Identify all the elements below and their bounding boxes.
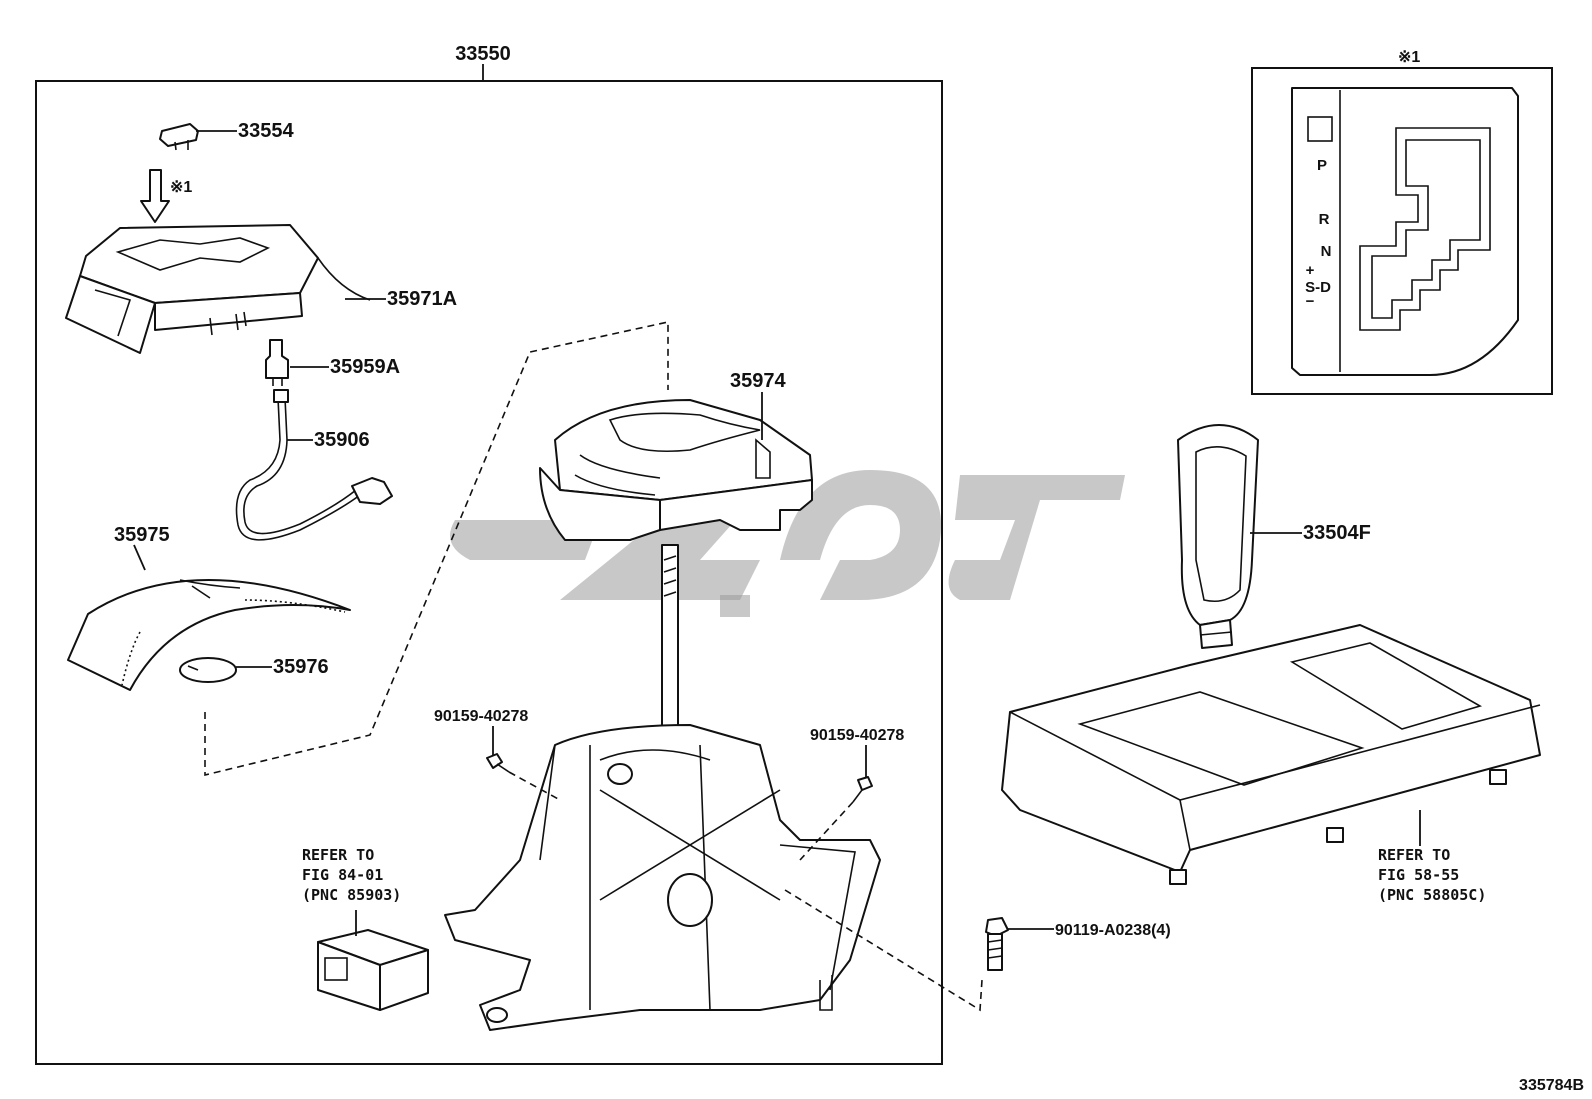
- callout-35971A[interactable]: 35971A: [387, 288, 457, 310]
- figure-id: 335784B: [1519, 1077, 1584, 1094]
- shifter-base-drawing: [444, 724, 881, 1031]
- note-marker-arrow: ※1: [170, 179, 192, 196]
- gate-label-p: P: [1317, 157, 1327, 174]
- part-35971A-drawing: [65, 224, 371, 354]
- bolt-90119-drawing: [985, 917, 1009, 971]
- ecu-module-drawing: [317, 929, 429, 1011]
- gate-label-n: N: [1321, 243, 1332, 260]
- inset-frame: [1251, 67, 1553, 395]
- part-35976-drawing: [179, 657, 237, 683]
- part-35975-drawing: [67, 578, 351, 691]
- callout-90159-left[interactable]: 90159-40278: [434, 708, 528, 725]
- bolt-90159-right-drawing: [852, 776, 873, 803]
- note-marker-inset: ※1: [1398, 49, 1420, 66]
- ref-console-line1[interactable]: REFER TO: [1378, 846, 1450, 864]
- install-line-bolt-right: [799, 801, 854, 861]
- console-panel-drawing: [1001, 624, 1541, 885]
- callout-35959A[interactable]: 35959A: [330, 356, 400, 378]
- callout-35976[interactable]: 35976: [273, 656, 329, 678]
- shift-gate-plate: [1291, 87, 1519, 376]
- install-line-bolt-90119: [784, 889, 983, 1012]
- part-33554-drawing: [159, 123, 199, 151]
- callout-33504F[interactable]: 33504F: [1303, 522, 1371, 544]
- part-35974-drawing: [539, 399, 813, 541]
- assembly-frame: [35, 80, 943, 1065]
- ref-console-line3[interactable]: (PNC 58805C): [1378, 886, 1486, 904]
- callout-90159-right[interactable]: 90159-40278: [810, 727, 904, 744]
- part-35906-drawing: [235, 389, 393, 541]
- install-path-left: [204, 321, 669, 777]
- gate-label-sd: S-D: [1305, 279, 1331, 296]
- leader-35975: [133, 544, 146, 571]
- ref-ecu-line1[interactable]: REFER TO: [302, 846, 374, 864]
- part-33504F-drawing: [1177, 424, 1259, 649]
- callout-90119[interactable]: 90119-A0238(4): [1055, 922, 1171, 939]
- callout-35975[interactable]: 35975: [114, 524, 170, 546]
- callout-33554[interactable]: 33554: [238, 120, 294, 142]
- bolt-90159-left-drawing: [486, 753, 510, 773]
- down-arrow-icon: [140, 169, 170, 223]
- gate-label-r: R: [1319, 211, 1330, 228]
- callout-35906[interactable]: 35906: [314, 429, 370, 451]
- gate-label-plus: +: [1306, 262, 1315, 279]
- callout-35974[interactable]: 35974: [730, 370, 786, 392]
- assembly-label[interactable]: 33550: [455, 43, 511, 65]
- ref-ecu-line2[interactable]: FIG 84-01: [302, 866, 383, 884]
- ref-console-line2[interactable]: FIG 58-55: [1378, 866, 1459, 884]
- install-line-bolt-left: [508, 771, 561, 801]
- ref-ecu-line3[interactable]: (PNC 85903): [302, 886, 401, 904]
- part-35959A-drawing: [265, 339, 289, 386]
- gate-label-minus: −: [1306, 293, 1315, 310]
- lever-shaft-drawing: [661, 544, 679, 746]
